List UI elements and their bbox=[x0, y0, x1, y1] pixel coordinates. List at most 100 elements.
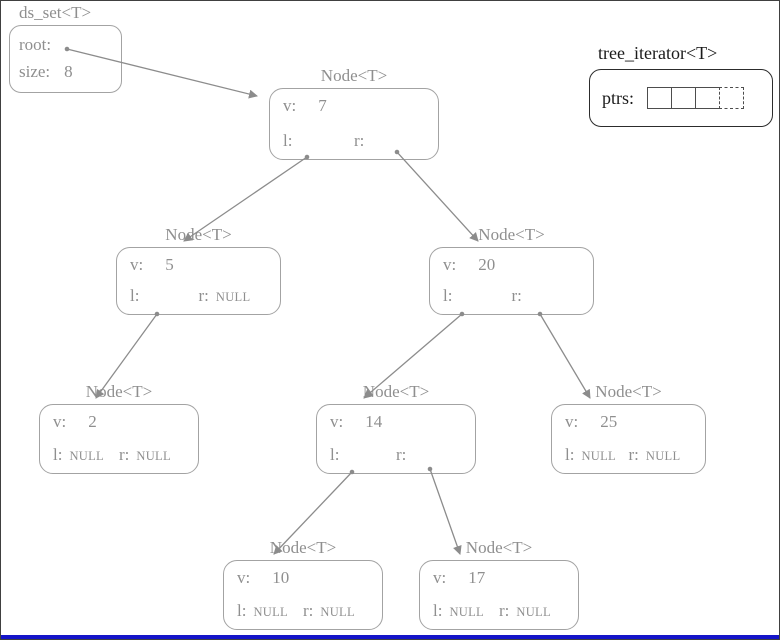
value-field: v: 20 bbox=[443, 255, 580, 275]
node-box: v: 7 l: r: bbox=[269, 88, 439, 160]
right-pointer-field: r: NULL bbox=[119, 445, 185, 465]
v-label: v: bbox=[433, 568, 447, 587]
bottom-border-bar bbox=[1, 635, 779, 639]
node-25: Node<T> v: 25 l: NULL r: NULL bbox=[551, 379, 706, 474]
l-label: l: bbox=[443, 286, 453, 305]
v-value: 5 bbox=[165, 255, 174, 274]
value-field: v: 5 bbox=[130, 255, 267, 275]
node-7: Node<T> v: 7 l: r: bbox=[269, 63, 439, 160]
l-label: l: bbox=[565, 445, 575, 464]
l-value: NULL bbox=[581, 449, 616, 463]
node-box: v: 10 l: NULL r: NULL bbox=[223, 560, 383, 630]
size-field-label: size: bbox=[19, 62, 51, 81]
size-field: size: 8 bbox=[19, 58, 112, 85]
node-title: Node<T> bbox=[478, 225, 545, 244]
r-label: r: bbox=[354, 131, 365, 150]
ptrs-cell bbox=[671, 87, 697, 109]
node-20: Node<T> v: 20 l: r: bbox=[429, 222, 594, 315]
node-title: Node<T> bbox=[595, 382, 662, 401]
left-pointer-field: l: bbox=[443, 286, 512, 306]
node-14: Node<T> v: 14 l: r: bbox=[316, 379, 476, 474]
root-pointer-field: root: bbox=[19, 31, 112, 58]
node-5: Node<T> v: 5 l: r: NULL bbox=[116, 222, 281, 315]
size-value: 8 bbox=[64, 62, 73, 81]
l-label: l: bbox=[53, 445, 63, 464]
v-label: v: bbox=[237, 568, 251, 587]
r-value: NULL bbox=[320, 605, 355, 619]
left-pointer-field: l: bbox=[130, 286, 199, 306]
root-field-label: root: bbox=[19, 35, 52, 54]
v-label: v: bbox=[443, 255, 457, 274]
r-value: NULL bbox=[516, 605, 551, 619]
r-label: r: bbox=[119, 445, 130, 464]
right-pointer-field: r: NULL bbox=[199, 286, 268, 306]
value-field: v: 10 bbox=[237, 568, 369, 588]
ds-set-struct: root: size: 8 bbox=[9, 25, 122, 93]
ptrs-label: ptrs: bbox=[602, 87, 635, 108]
l-value: NULL bbox=[449, 605, 484, 619]
tree-iterator-struct: ptrs: bbox=[589, 69, 773, 127]
r-label: r: bbox=[396, 445, 407, 464]
node-box: v: 25 l: NULL r: NULL bbox=[551, 404, 706, 474]
v-value: 2 bbox=[88, 412, 97, 431]
value-field: v: 14 bbox=[330, 412, 462, 432]
value-field: v: 17 bbox=[433, 568, 565, 588]
v-value: 25 bbox=[600, 412, 618, 431]
right-pointer-field: r: bbox=[354, 131, 425, 151]
node-title: Node<T> bbox=[269, 538, 337, 557]
left-pointer-field: l: NULL bbox=[433, 601, 499, 621]
l-label: l: bbox=[330, 445, 340, 464]
value-field: v: 7 bbox=[283, 96, 425, 116]
r-label: r: bbox=[511, 286, 522, 305]
node-box: v: 20 l: r: bbox=[429, 247, 594, 315]
left-pointer-field: l: bbox=[283, 131, 354, 151]
ptrs-array bbox=[647, 87, 745, 109]
node-box: v: 5 l: r: NULL bbox=[116, 247, 281, 315]
r-value: NULL bbox=[645, 449, 681, 463]
v-label: v: bbox=[330, 412, 344, 431]
ptrs-cell bbox=[647, 87, 673, 109]
l-label: l: bbox=[237, 601, 247, 620]
node-box: v: 2 l: NULL r: NULL bbox=[39, 404, 199, 474]
v-label: v: bbox=[565, 412, 579, 431]
left-pointer-field: l: NULL bbox=[53, 445, 119, 465]
r-value: NULL bbox=[136, 449, 171, 463]
node-box: v: 14 l: r: bbox=[316, 404, 476, 474]
v-value: 7 bbox=[318, 96, 327, 115]
ds-set-title: ds_set<T> bbox=[19, 3, 92, 22]
l-value: NULL bbox=[253, 605, 288, 619]
r-value: NULL bbox=[215, 290, 251, 304]
right-pointer-field: r: NULL bbox=[499, 601, 565, 621]
left-pointer-field: l: NULL bbox=[565, 445, 629, 465]
ptrs-cell-dashed bbox=[719, 87, 745, 109]
right-pointer-field: r: NULL bbox=[629, 445, 693, 465]
node-title: Node<T> bbox=[465, 538, 533, 557]
value-field: v: 2 bbox=[53, 412, 185, 432]
r-label: r: bbox=[499, 601, 510, 620]
node-10: Node<T> v: 10 l: NULL r: NULL bbox=[223, 535, 383, 630]
node-box: v: 17 l: NULL r: NULL bbox=[419, 560, 579, 630]
l-value: NULL bbox=[69, 449, 104, 463]
right-pointer-field: r: bbox=[512, 286, 581, 306]
v-value: 10 bbox=[272, 568, 290, 587]
ptrs-cell bbox=[695, 87, 721, 109]
l-label: l: bbox=[130, 286, 140, 305]
right-pointer-field: r: bbox=[396, 445, 462, 465]
v-label: v: bbox=[283, 96, 297, 115]
node-title: Node<T> bbox=[362, 382, 430, 401]
node-title: Node<T> bbox=[165, 225, 232, 244]
v-value: 17 bbox=[468, 568, 486, 587]
value-field: v: 25 bbox=[565, 412, 692, 432]
node-title: Node<T> bbox=[85, 382, 153, 401]
v-value: 14 bbox=[365, 412, 383, 431]
v-label: v: bbox=[53, 412, 67, 431]
tree-iterator-title: tree_iterator<T> bbox=[598, 43, 718, 63]
l-label: l: bbox=[283, 131, 293, 150]
l-label: l: bbox=[433, 601, 443, 620]
left-pointer-field: l: NULL bbox=[237, 601, 303, 621]
node-title: Node<T> bbox=[320, 66, 388, 85]
right-pointer-field: r: NULL bbox=[303, 601, 369, 621]
v-value: 20 bbox=[478, 255, 496, 274]
node-17: Node<T> v: 17 l: NULL r: NULL bbox=[419, 535, 579, 630]
